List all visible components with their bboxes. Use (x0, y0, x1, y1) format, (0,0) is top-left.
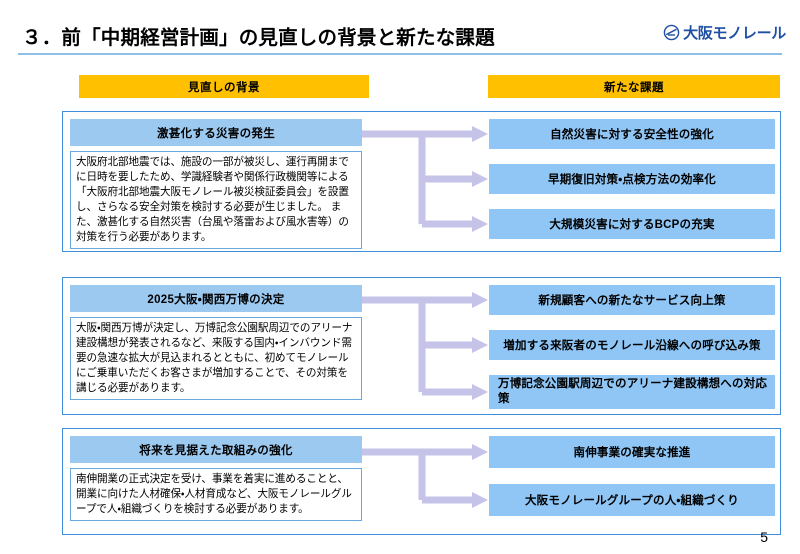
cause-title: 激甚化する災害の発生 (70, 119, 362, 146)
cause-column: 将来を見据えた取組みの強化 南伸開業の正式決定を受け、事業を着実に進めることと、… (70, 436, 362, 522)
company-logo: 大阪モノレール (663, 22, 786, 43)
column-header-issues: 新たな課題 (488, 75, 780, 98)
issue-box: 南伸事業の確実な推進 (489, 436, 775, 468)
monorail-emblem-icon (663, 24, 680, 41)
connector-arrows (362, 444, 488, 508)
connector-arrows (362, 292, 488, 400)
column-header-background: 見直しの背景 (79, 75, 369, 98)
cause-column: 2025大阪・関西万博の決定 大阪・関西万博が決定し、万博記念公園駅周辺でのアリ… (70, 285, 362, 401)
issue-column: 自然災害に対する安全性の強化 早期復旧対策・点検方法の効率化 大規模災害に対する… (489, 119, 775, 239)
page-title: ３．前「中期経営計画」の見直しの背景と新たな課題 (22, 27, 495, 49)
issue-column: 南伸事業の確実な推進 大阪モノレールグループの人・組織づくり (489, 436, 775, 516)
issue-box: 自然災害に対する安全性の強化 (489, 119, 775, 149)
issue-box: 増加する来阪者のモノレール沿線への呼び込み策 (489, 330, 775, 360)
slide-header: ３．前「中期経営計画」の見直しの背景と新たな課題 大阪モノレール (0, 0, 800, 56)
section-expo: 2025大阪・関西万博の決定 大阪・関西万博が決定し、万博記念公園駅周辺でのアリ… (62, 277, 781, 415)
issue-box: 早期復旧対策・点検方法の効率化 (489, 164, 775, 194)
issue-box: 万博記念公園駅周辺でのアリーナ建設構想への対応策 (489, 375, 775, 409)
issue-box: 大規模災害に対するBCPの充実 (489, 209, 775, 239)
cause-title: 2025大阪・関西万博の決定 (70, 285, 362, 312)
cause-body-text: 大阪・関西万博が決定し、万博記念公園駅周辺でのアリーナ建設構想が発表されるなど、… (70, 317, 362, 401)
page-number: 5 (760, 529, 768, 545)
issue-box: 大阪モノレールグループの人・組織づくり (489, 484, 775, 516)
title-divider (18, 53, 782, 55)
cause-body-text: 南伸開業の正式決定を受け、事業を着実に進めることと、開業に向けた人材確保・人材育… (70, 468, 362, 522)
issue-column: 新規顧客への新たなサービス向上策 増加する来阪者のモノレール沿線への呼び込み策 … (489, 285, 775, 409)
cause-body-text: 大阪府北部地震では、施設の一部が被災し、運行再開までに日時を要したため、学識経験… (70, 151, 362, 250)
section-future: 将来を見据えた取組みの強化 南伸開業の正式決定を受け、事業を着実に進めることと、… (62, 428, 781, 535)
cause-title: 将来を見据えた取組みの強化 (70, 436, 362, 463)
connector-arrows (362, 126, 488, 232)
issue-box: 新規顧客への新たなサービス向上策 (489, 285, 775, 315)
section-disaster: 激甚化する災害の発生 大阪府北部地震では、施設の一部が被災し、運行再開までに日時… (62, 111, 781, 252)
cause-column: 激甚化する災害の発生 大阪府北部地震では、施設の一部が被災し、運行再開までに日時… (70, 119, 362, 250)
logo-text: 大阪モノレール (683, 25, 786, 42)
